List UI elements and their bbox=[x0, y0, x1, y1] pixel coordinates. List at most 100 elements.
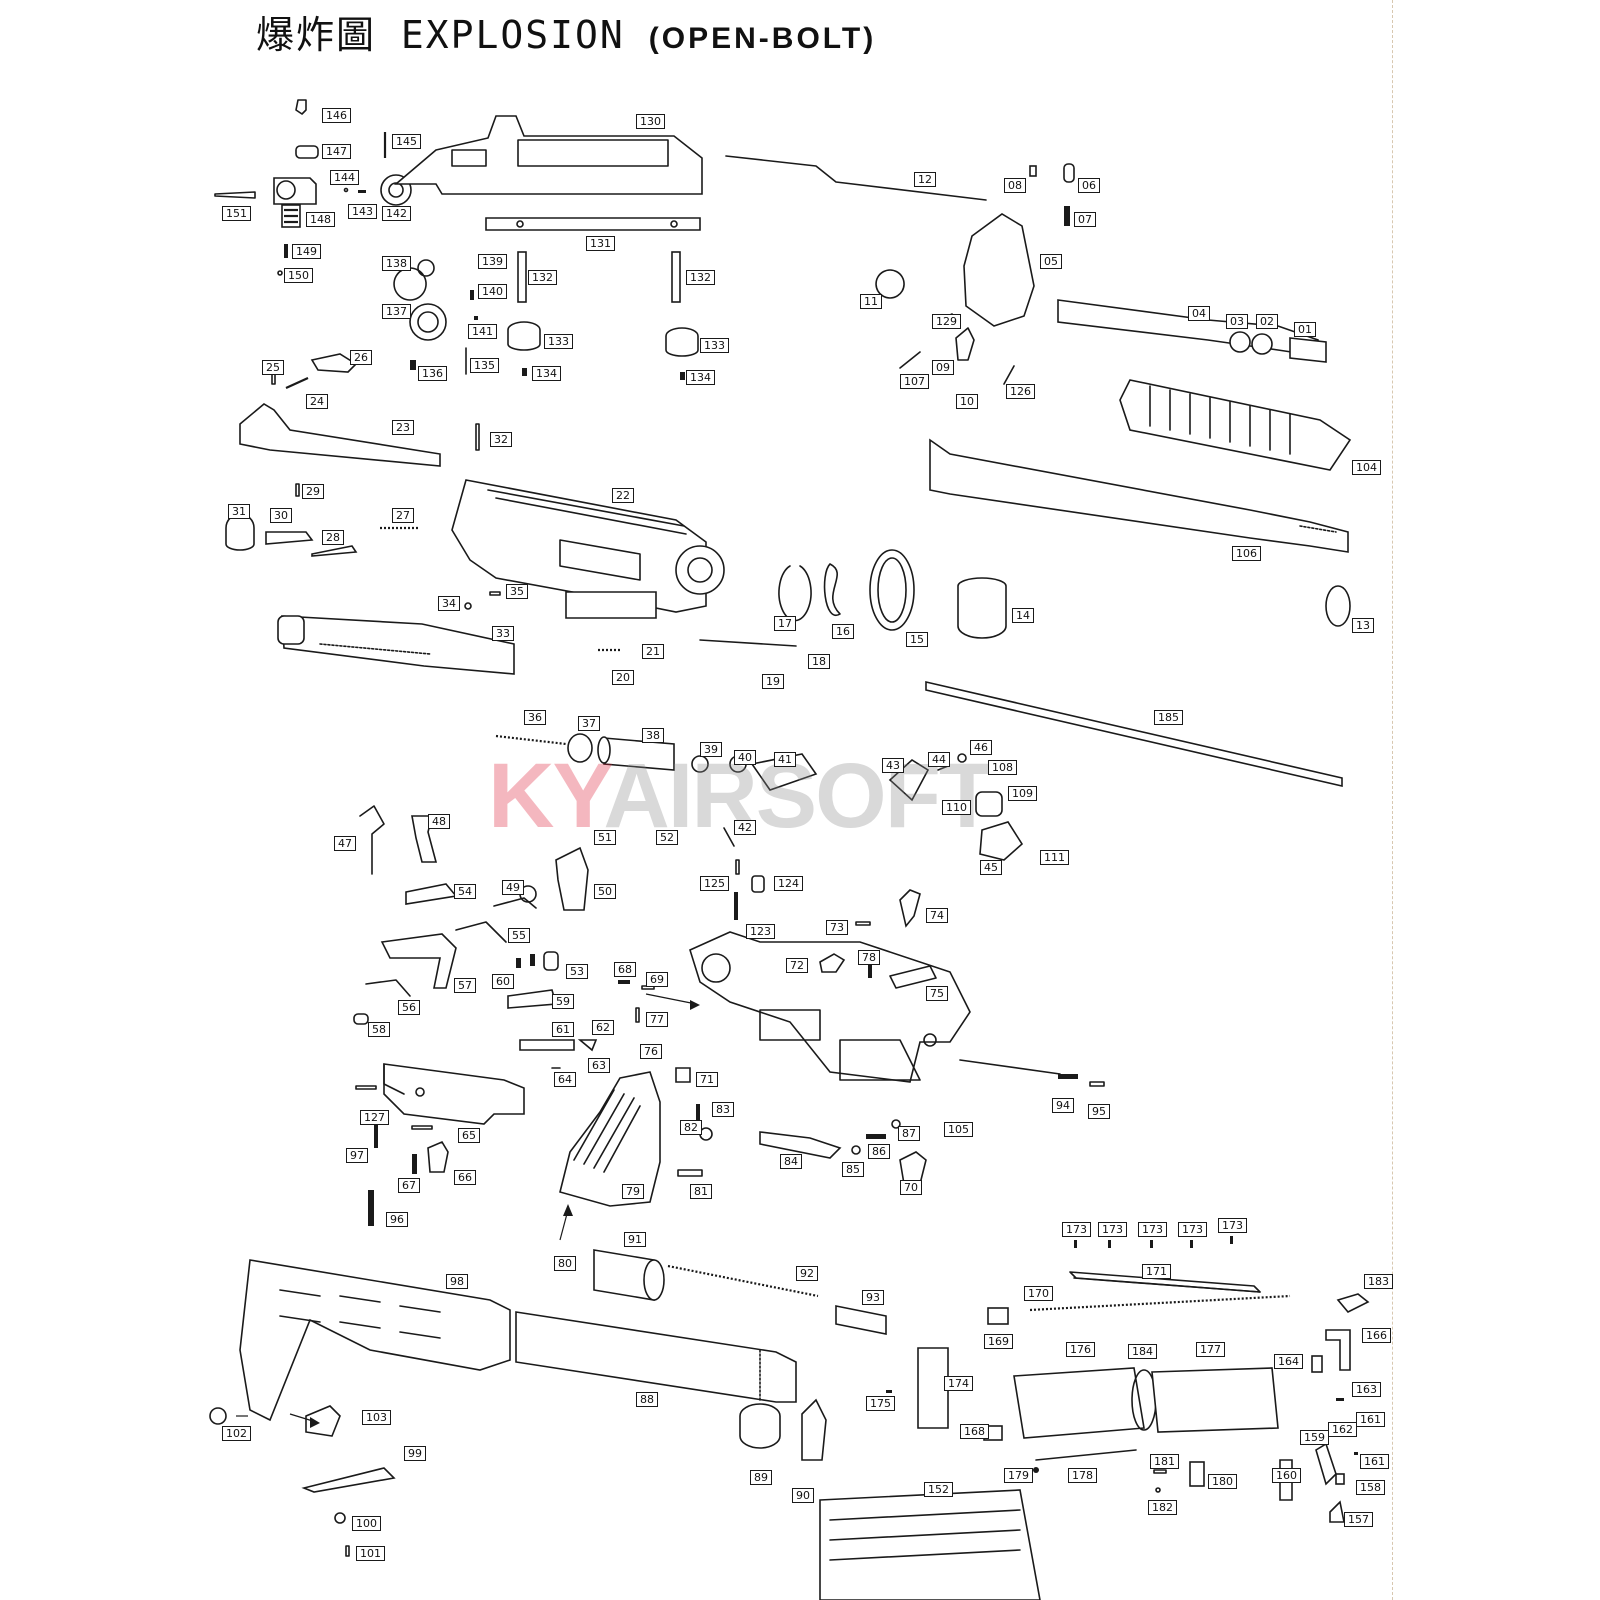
part-label-05: 05 bbox=[1040, 254, 1062, 269]
part-label-62: 62 bbox=[592, 1020, 614, 1035]
part-label-25: 25 bbox=[262, 360, 284, 375]
part-label-183: 183 bbox=[1364, 1274, 1393, 1289]
part-label-130: 130 bbox=[636, 114, 665, 129]
part-label-146: 146 bbox=[322, 108, 351, 123]
part-label-86: 86 bbox=[868, 1144, 890, 1159]
part-label-109: 109 bbox=[1008, 786, 1037, 801]
part-label-84: 84 bbox=[780, 1154, 802, 1169]
part-label-185: 185 bbox=[1154, 710, 1183, 725]
part-label-93: 93 bbox=[862, 1290, 884, 1305]
title-sub: (OPEN-BOLT) bbox=[648, 22, 877, 55]
part-label-164: 164 bbox=[1274, 1354, 1303, 1369]
part-label-140: 140 bbox=[478, 284, 507, 299]
part-label-10: 10 bbox=[956, 394, 978, 409]
part-label-171: 171 bbox=[1142, 1264, 1171, 1279]
part-label-35: 35 bbox=[506, 584, 528, 599]
part-label-127: 127 bbox=[360, 1110, 389, 1125]
part-label-21: 21 bbox=[642, 644, 664, 659]
part-label-103: 103 bbox=[362, 1410, 391, 1425]
delta-ring-group bbox=[778, 549, 1351, 639]
part-label-72: 72 bbox=[786, 958, 808, 973]
part-label-144: 144 bbox=[330, 170, 359, 185]
part-label-17: 17 bbox=[774, 616, 796, 631]
part-label-104: 104 bbox=[1352, 460, 1381, 475]
part-label-64: 64 bbox=[554, 1072, 576, 1087]
part-label-30: 30 bbox=[270, 508, 292, 523]
part-label-09: 09 bbox=[932, 360, 954, 375]
part-label-77: 77 bbox=[646, 1012, 668, 1027]
part-label-174: 174 bbox=[944, 1376, 973, 1391]
page-edge-divider bbox=[1392, 0, 1393, 1600]
part-label-95: 95 bbox=[1088, 1104, 1110, 1119]
part-label-168: 168 bbox=[960, 1424, 989, 1439]
part-label-110: 110 bbox=[942, 800, 971, 815]
part-label-126: 126 bbox=[1006, 384, 1035, 399]
part-label-125: 125 bbox=[700, 876, 729, 891]
part-label-90: 90 bbox=[792, 1488, 814, 1503]
part-label-134a: 134 bbox=[532, 366, 561, 381]
part-label-105: 105 bbox=[944, 1122, 973, 1137]
part-label-43: 43 bbox=[882, 758, 904, 773]
carry-handle-group bbox=[393, 115, 703, 380]
part-label-68: 68 bbox=[614, 962, 636, 977]
part-label-94: 94 bbox=[1052, 1098, 1074, 1113]
part-label-78: 78 bbox=[858, 950, 880, 965]
part-label-141: 141 bbox=[468, 324, 497, 339]
part-label-136: 136 bbox=[418, 366, 447, 381]
part-label-92: 92 bbox=[796, 1266, 818, 1281]
bolt-carrier-group bbox=[277, 615, 797, 675]
part-label-51: 51 bbox=[594, 830, 616, 845]
part-label-173e: 173 bbox=[1218, 1218, 1247, 1233]
pistol-grip bbox=[559, 1071, 661, 1241]
magazine-group bbox=[819, 1236, 1370, 1600]
part-label-79: 79 bbox=[622, 1184, 644, 1199]
part-label-98: 98 bbox=[446, 1274, 468, 1289]
part-label-67: 67 bbox=[398, 1178, 420, 1193]
part-label-74: 74 bbox=[926, 908, 948, 923]
part-label-41: 41 bbox=[774, 752, 796, 767]
part-label-123: 123 bbox=[746, 924, 775, 939]
buttstock-group bbox=[209, 1249, 887, 1557]
part-label-173b: 173 bbox=[1098, 1222, 1127, 1237]
part-label-12: 12 bbox=[914, 172, 936, 187]
part-label-63: 63 bbox=[588, 1058, 610, 1073]
part-label-132a: 132 bbox=[528, 270, 557, 285]
part-label-182: 182 bbox=[1148, 1500, 1177, 1515]
part-label-145: 145 bbox=[392, 134, 421, 149]
part-label-34: 34 bbox=[438, 596, 460, 611]
part-label-88: 88 bbox=[636, 1392, 658, 1407]
part-label-100: 100 bbox=[352, 1516, 381, 1531]
part-label-33: 33 bbox=[492, 626, 514, 641]
inner-barrel bbox=[925, 680, 1343, 788]
part-label-180: 180 bbox=[1208, 1474, 1237, 1489]
part-label-173a: 173 bbox=[1062, 1222, 1091, 1237]
part-label-50: 50 bbox=[594, 884, 616, 899]
part-label-54: 54 bbox=[454, 884, 476, 899]
part-label-28: 28 bbox=[322, 530, 344, 545]
part-label-36: 36 bbox=[524, 710, 546, 725]
handguard bbox=[1119, 379, 1352, 471]
part-label-83: 83 bbox=[712, 1102, 734, 1117]
part-label-96: 96 bbox=[386, 1212, 408, 1227]
part-label-147: 147 bbox=[322, 144, 351, 159]
part-label-55: 55 bbox=[508, 928, 530, 943]
part-label-57: 57 bbox=[454, 978, 476, 993]
part-label-38: 38 bbox=[642, 728, 664, 743]
part-label-161b: 161 bbox=[1360, 1454, 1389, 1469]
part-label-101: 101 bbox=[356, 1546, 385, 1561]
part-label-04: 04 bbox=[1188, 306, 1210, 321]
part-label-80: 80 bbox=[554, 1256, 576, 1271]
part-label-44: 44 bbox=[928, 752, 950, 767]
part-label-20: 20 bbox=[612, 670, 634, 685]
title-main: 爆炸圖 EXPLOSION bbox=[256, 13, 625, 57]
part-label-163: 163 bbox=[1352, 1382, 1381, 1397]
part-label-129: 129 bbox=[932, 314, 961, 329]
kyairsoft-watermark: KYAIRSOFT bbox=[488, 750, 995, 842]
part-label-60: 60 bbox=[492, 974, 514, 989]
part-label-178: 178 bbox=[1068, 1468, 1097, 1483]
part-label-40: 40 bbox=[734, 750, 756, 765]
leader-lines bbox=[236, 993, 700, 1428]
part-label-133a: 133 bbox=[544, 334, 573, 349]
part-label-26: 26 bbox=[350, 350, 372, 365]
part-label-81: 81 bbox=[690, 1184, 712, 1199]
